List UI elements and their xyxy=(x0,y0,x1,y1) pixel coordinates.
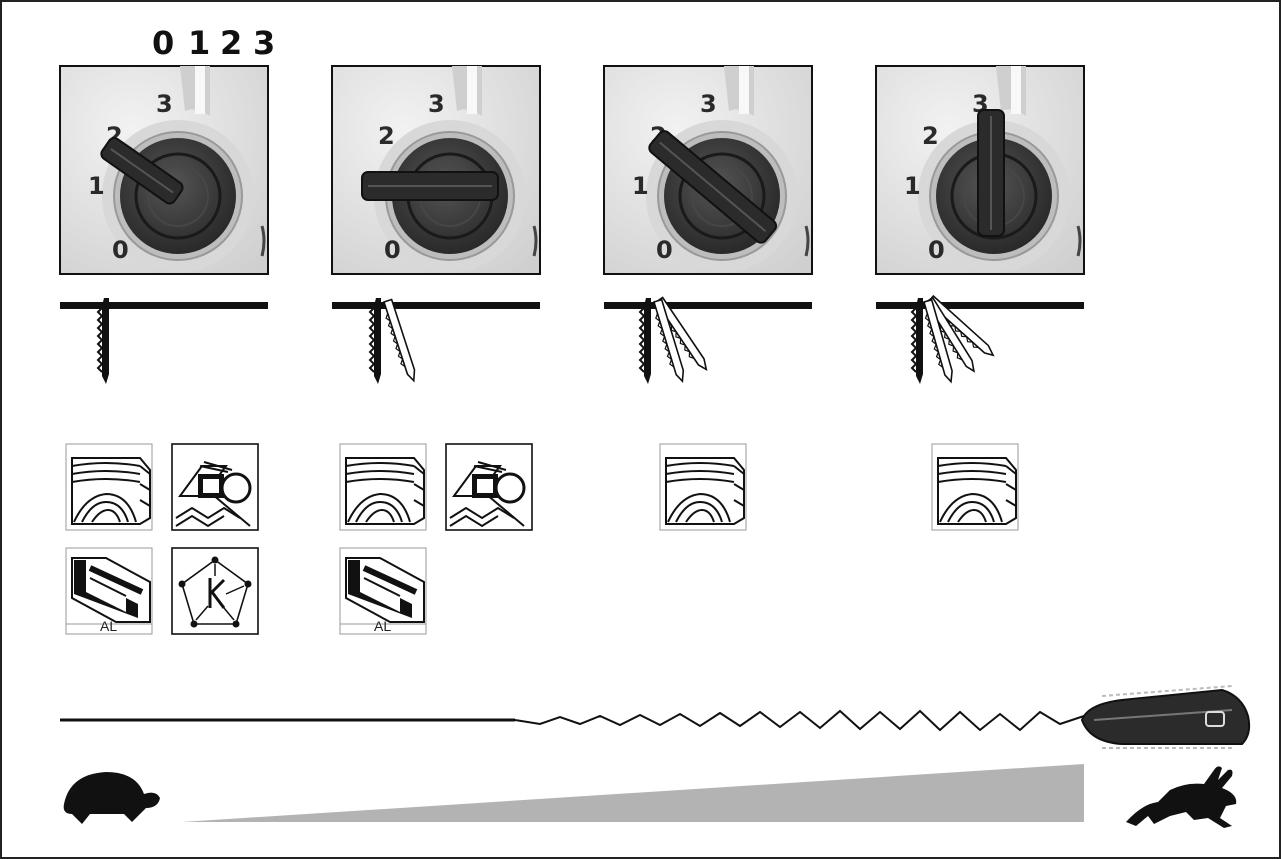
workpiece-line xyxy=(60,302,268,309)
dial-label-0: 0 xyxy=(656,236,673,264)
pendulum-blade-row xyxy=(60,295,1084,385)
header-label-2: 2 xyxy=(220,24,242,62)
dial-label-0: 0 xyxy=(112,236,129,264)
pendulum-setting-2 xyxy=(604,296,812,385)
dial-pointer xyxy=(977,109,1005,237)
hare-icon xyxy=(1126,766,1237,828)
dial-label-3: 3 xyxy=(700,90,717,118)
tortoise-icon xyxy=(63,772,160,824)
metal-pipe-icon xyxy=(170,442,260,532)
plastic-pentagon-icon xyxy=(170,546,260,636)
aluminium-label: AL xyxy=(100,618,117,634)
dial-label-1: 1 xyxy=(632,172,649,200)
workpiece-line xyxy=(332,302,540,309)
dial-pointer xyxy=(361,171,499,201)
header-label-3: 3 xyxy=(253,24,275,62)
wood-grain-icon xyxy=(659,443,747,531)
wood-grain-icon xyxy=(65,443,153,531)
dial-label-0: 0 xyxy=(928,236,945,264)
speed-ramp-wedge xyxy=(182,764,1084,822)
dial-position-0: 0 1 2 3 xyxy=(58,64,270,276)
saw-blade-icon xyxy=(639,297,652,385)
header-label-0: 0 xyxy=(152,24,174,62)
header-position-labels: 0 1 2 3 xyxy=(152,24,275,62)
dial-pointer xyxy=(648,130,778,244)
metal-pipe-icon xyxy=(444,442,534,532)
dial-label-3: 3 xyxy=(428,90,445,118)
dial-label-0: 0 xyxy=(384,236,401,264)
dial-position-3: 0 1 2 3 xyxy=(874,64,1086,276)
dial-label-1: 1 xyxy=(88,172,105,200)
pendulum-setting-3 xyxy=(876,295,1084,385)
dial-label-3: 3 xyxy=(156,90,173,118)
pendulum-setting-0 xyxy=(60,297,268,385)
dial-pointer xyxy=(100,137,184,205)
wood-grain-icon xyxy=(339,443,427,531)
wood-grain-icon xyxy=(931,443,1019,531)
saw-blade-icon xyxy=(97,297,110,385)
saw-blade-icon xyxy=(369,297,382,385)
dial-position-2: 0 1 2 3 xyxy=(602,64,814,276)
saw-blade-icon xyxy=(911,297,924,385)
saw-blade-swing-icon xyxy=(380,298,419,384)
header-label-1: 1 xyxy=(188,24,210,62)
dial-label-2: 2 xyxy=(922,122,939,150)
dial-position-1: 0 1 2 3 xyxy=(330,64,542,276)
workpiece-line xyxy=(876,302,1084,309)
dial-label-2: 2 xyxy=(378,122,395,150)
cutting-speed-line xyxy=(60,709,1085,732)
workpiece-line xyxy=(604,302,812,309)
material-icons: AL AL xyxy=(65,442,1019,636)
pendulum-setting-1 xyxy=(332,297,540,385)
jigsaw-icon xyxy=(1080,685,1251,749)
dial-label-1: 1 xyxy=(904,172,921,200)
aluminium-label: AL xyxy=(374,618,391,634)
